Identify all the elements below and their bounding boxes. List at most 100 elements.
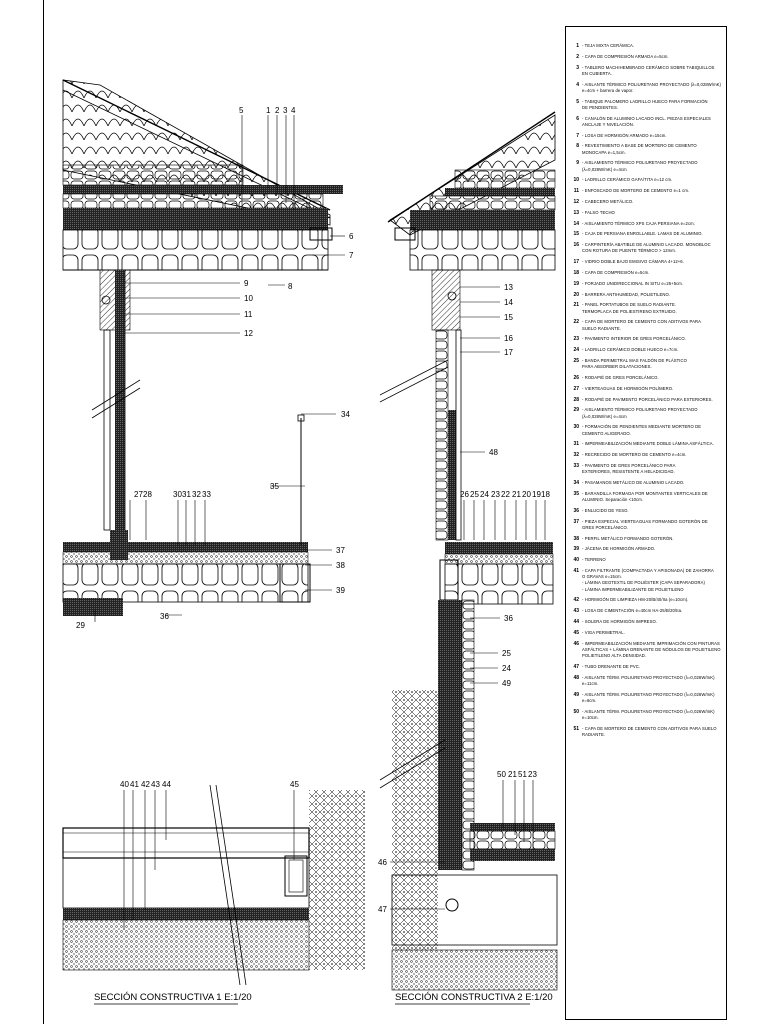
legend-item: 6- CANALÓN DE ALUMINIO LACADO INCL. PIEZ… (570, 116, 724, 128)
legend-number (570, 248, 582, 254)
callout-43: 43 (151, 780, 160, 789)
callout-4: 4 (291, 106, 296, 115)
legend-number: 36 (573, 507, 579, 514)
callout-25: 25 (470, 490, 479, 499)
legend-number: 43 (573, 608, 579, 615)
legend-text: - LADRILLO CERÁMICO DOBLE HUECO e=7cm. (582, 347, 679, 353)
legend-number: 51 (573, 725, 579, 732)
callout-36: 36 (160, 612, 169, 621)
section2-floor (439, 542, 554, 605)
legend-item: 39- JÁCENA DE HORMIGÓN ARMADO. (570, 546, 724, 552)
callout-19: 19 (532, 490, 541, 499)
legend-item: 33- PAVIMENTO DE GRES PORCELÁNICO PARA E… (570, 463, 724, 475)
callout-45: 45 (290, 780, 299, 789)
legend-number: 27 (573, 385, 579, 392)
callout-5: 5 (239, 106, 244, 115)
legend-text: - AISLAMIENTO TÉRMICO XPS CAJA PERSIANA … (582, 220, 695, 226)
legend-text: - AISLANTE TÉRMICO POLIURETANO PROYECTAD… (582, 81, 721, 87)
legend-text: - LADRILLO CERÁMICO GAFA/TITA e=12 cm. (582, 177, 673, 183)
legend-item: 23- PAVIMENTO INTERIOR DE GRES PORCELÁNI… (570, 336, 724, 342)
legend-text: - IMPERMEABILIZACIÓN MEDIANTE IMPRIMACIÓ… (582, 640, 720, 646)
legend-number: 34 (573, 479, 579, 486)
legend-item: 34- PASAMANOS METÁLICO DE ALUMINIO LACAD… (570, 480, 724, 486)
legend-number: 47 (573, 663, 579, 670)
legend-text: - CANALÓN DE ALUMINIO LACADO INCL. PIEZA… (582, 115, 711, 121)
legend-text: ASFÁLTICAS + LÁMINA DRENANTE DE NÓDULOS … (582, 646, 721, 652)
legend-number: 29 (573, 407, 579, 414)
legend-number: 45 (573, 629, 579, 636)
section-titles: SECCIÓN CONSTRUCTIVA 1 E:1/20 SECCIÓN CO… (94, 992, 553, 1005)
legend-text: (λ=0,028W/mK) e=4cm (582, 166, 627, 172)
legend-text: - LOSA DE HORMIGÓN ARMADO e=15cm. (582, 132, 667, 138)
legend-number: 18 (573, 269, 579, 276)
legend-text: - CAJA DE PERSIANA ENROLLABLE. LAMAS DE … (582, 231, 703, 237)
legend-number: 31 (573, 441, 579, 448)
legend-item: 50- AISLANTE TÉRM. POLIURETANO PROYECTAD… (570, 709, 724, 721)
legend-text: ALUMINIO. Separación <10cm. (582, 496, 644, 502)
legend-number: 2 (576, 53, 579, 60)
section1-wall (91, 269, 141, 540)
legend-number: 46 (573, 640, 579, 647)
section2-title: SECCIÓN CONSTRUCTIVA 2 E:1/20 (395, 992, 553, 1003)
leader-lines (94, 115, 546, 930)
legend-text: TERMOPLACA DE POLIESTIRENO EXTRUIDO. (582, 308, 677, 314)
legend-text: - RECRECIDO DE MORTERO DE CEMENTO e=4cm. (582, 452, 687, 458)
legend-item: 51- CAPA DE MORTERO DE CEMENTO CON ADITI… (570, 726, 724, 738)
callout-7: 7 (349, 251, 354, 260)
legend-item: 31- IMPERMEABILIZACIÓN MEDIANTE DOBLE LÁ… (570, 441, 724, 447)
legend-text: PARA ABSORBER DILATACIONES. (582, 364, 652, 370)
legend-text: - AISLANTE TÉRM. POLIURETANO PROYECTADO … (582, 708, 715, 720)
legend-number: 33 (573, 462, 579, 469)
section1-roof (62, 79, 343, 271)
callout-34: 34 (341, 410, 350, 419)
legend-number: 4 (576, 81, 579, 88)
legend-item: 13- FALSO TECHO (570, 210, 724, 216)
legend-text: - FALSO TECHO (582, 209, 615, 215)
legend-item: 4- AISLANTE TÉRMICO POLIURETANO PROYECTA… (570, 82, 724, 94)
legend-number: 19 (573, 280, 579, 287)
legend-item: 7- LOSA DE HORMIGÓN ARMADO e=15cm. (570, 133, 724, 139)
callout-25b: 25 (502, 649, 511, 658)
legend-text: CON ROTURA DE PUENTE TÉRMICO > 12mm. (582, 248, 677, 254)
legend-text: - AISLAMIENTO TÉRMICO POLIURETANO PROYEC… (582, 407, 698, 413)
sheet-left-border (43, 0, 44, 1024)
legend-item: 18- CAPA DE COMPRESIÓN e=5cm. (570, 270, 724, 276)
section2-wall (379, 269, 462, 541)
callout-9: 9 (244, 279, 249, 288)
legend-text: - TERRENO (582, 557, 606, 563)
legend-item: 36- ENLUCIDO DE YESO. (570, 508, 724, 514)
callout-13: 13 (504, 283, 513, 292)
legend-item: 24- LADRILLO CERÁMICO DOBLE HUECO e=7cm. (570, 347, 724, 353)
legend-item: 19- FORJADO UNIDIRECCIONAL IN SITU e=25+… (570, 281, 724, 287)
legend-number (570, 326, 582, 332)
legend-number: 15 (573, 231, 579, 238)
callout-41: 41 (130, 780, 139, 789)
callout-16: 16 (504, 334, 513, 343)
legend-text: - REVESTIMIENTO A BASE DE MORTERO DE CEM… (582, 143, 697, 149)
legend-item: 9- AISLAMIENTO TÉRMICO POLIURETANO PROYE… (570, 160, 724, 172)
legend-text: EN CUBIERTA. (582, 70, 612, 76)
legend-number: 41 (573, 567, 579, 574)
legend-text: - BARRERA ANTIHUMEDAD, POLIETILENO. (582, 291, 671, 297)
legend-number (570, 167, 582, 173)
callout-37: 37 (336, 546, 345, 555)
callout-47: 47 (378, 905, 387, 914)
callout-51: 51 (518, 770, 527, 779)
legend-item: 8- REVESTIMIENTO A BASE DE MORTERO DE CE… (570, 143, 724, 155)
callout-32: 32 (192, 490, 201, 499)
legend-number: 21 (573, 302, 579, 309)
callout-24b: 24 (502, 664, 511, 673)
legend-item: 41- CAPA FILTRANTE (COMPACTADA Y APISONA… (570, 568, 724, 593)
legend-number: 17 (573, 259, 579, 266)
legend-item: 28- RODAPIÉ DE PAVIMENTO PORCELÁNICO PAR… (570, 397, 724, 403)
callout-18: 18 (541, 490, 550, 499)
callout-labels: 5 1 2 3 4 6 7 8 9 10 11 12 34 35 27 28 3… (76, 106, 550, 914)
legend-item: 26- RODAPIÉ DE GRES PORCELÁNICO. (570, 375, 724, 381)
legend-number: 25 (573, 357, 579, 364)
legend-number: 6 (576, 115, 579, 122)
legend-number (570, 105, 582, 111)
callout-49: 49 (502, 679, 511, 688)
legend-item: 5- TABIQUE PALOMERO LADRILLO HUECO PARA … (570, 99, 724, 111)
legend-text: - PAVIMENTO DE GRES PORCELÁNICO PARA (582, 462, 676, 468)
